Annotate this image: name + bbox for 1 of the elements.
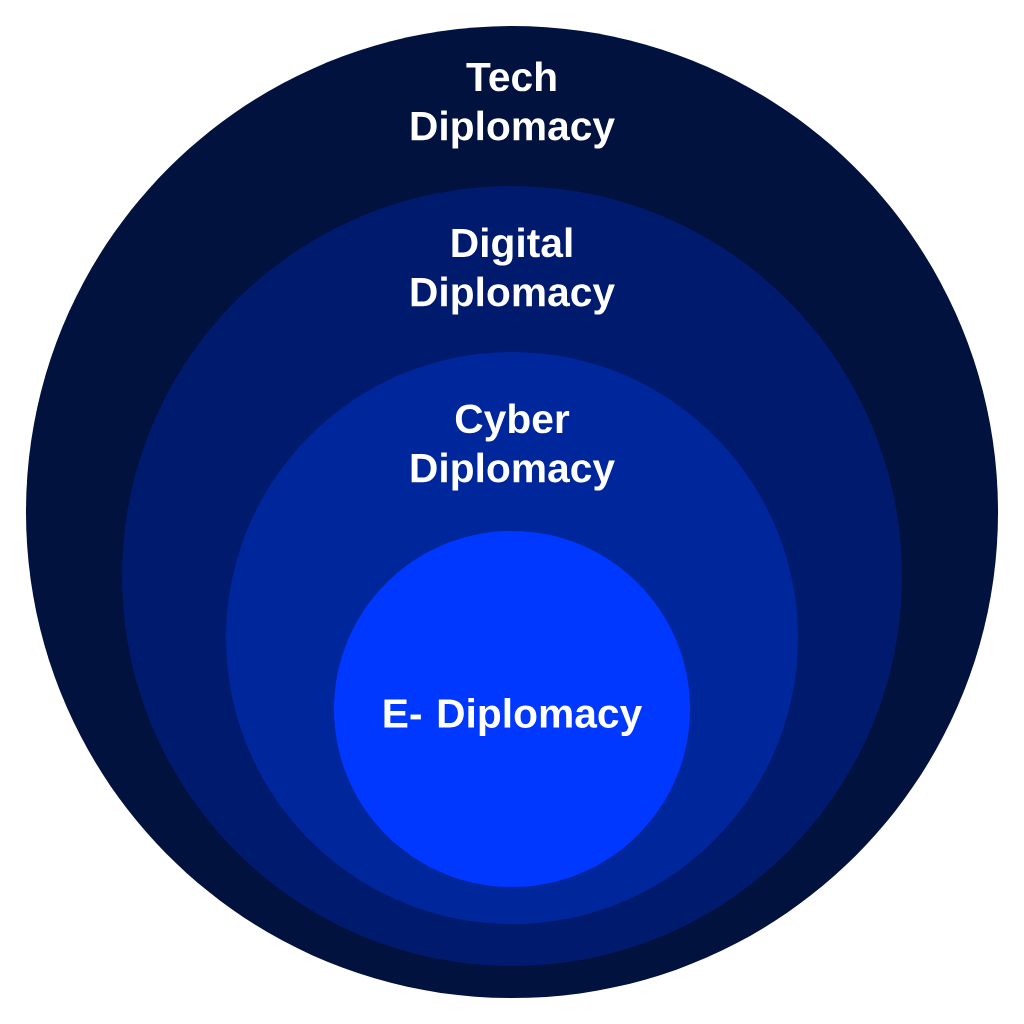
circle-band: E- Diplomacy [334,531,690,887]
